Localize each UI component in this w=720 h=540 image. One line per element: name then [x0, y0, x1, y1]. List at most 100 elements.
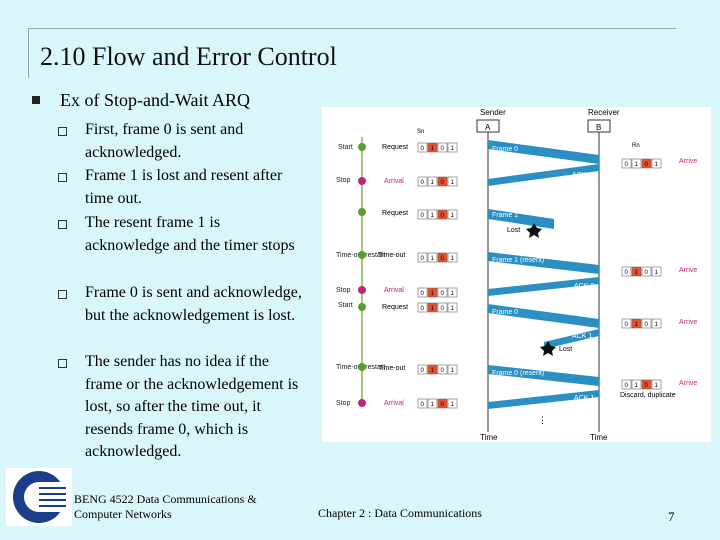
sub-bullet-icon [58, 127, 67, 136]
window-cell [427, 287, 438, 298]
ack-band [544, 329, 599, 349]
window-cell [427, 252, 438, 263]
window-digit: 0 [441, 146, 445, 152]
timer-node [358, 399, 366, 407]
window-cell [651, 158, 662, 169]
window-digit: 1 [451, 368, 455, 374]
lost-star-icon [526, 223, 542, 238]
timer-node [358, 363, 366, 371]
mid-arrival-3: Arrival [384, 400, 404, 407]
window-digit: 1 [431, 213, 435, 219]
event-start-2: Start [338, 302, 353, 309]
frame-label-0: Frame 0 [492, 146, 518, 153]
window-digit: 1 [655, 383, 659, 389]
window-digit: 1 [431, 146, 435, 152]
window-digit: 0 [625, 270, 629, 276]
window-digit: 1 [655, 162, 659, 168]
window-cell [447, 398, 458, 409]
window-cell [621, 158, 632, 169]
window-digit: 0 [441, 180, 445, 186]
sub-bullet-icon [58, 359, 67, 368]
frame-band [488, 140, 599, 164]
arrive-label-3: Arrive [679, 319, 697, 326]
window-cell [427, 364, 438, 375]
window-cell [641, 318, 652, 329]
receiver-time-label: Time [590, 433, 608, 442]
window-cell [621, 379, 632, 390]
window-cell [427, 209, 438, 220]
window-digit: 1 [431, 402, 435, 408]
window-digit: 1 [635, 270, 639, 276]
ack-band [488, 164, 599, 186]
window-digit: 0 [421, 213, 425, 219]
window-digit: 0 [421, 402, 425, 408]
ack-label-6: ACK 1 [572, 333, 592, 340]
window-cell [417, 364, 428, 375]
footer-course: BENG 4522 Data Communications & Computer… [74, 492, 257, 522]
frame-band [488, 365, 599, 386]
window-cell [631, 266, 642, 277]
window-digit: 0 [421, 368, 425, 374]
window-cell [447, 142, 458, 153]
window-digit: 0 [441, 291, 445, 297]
window-cell [427, 302, 438, 313]
window-cell [437, 176, 448, 187]
window-cell [651, 266, 662, 277]
mid-timeout-2: Time-out [378, 365, 405, 372]
frame-label-7: Frame 0 (resent) [492, 370, 544, 377]
mid-arrival-1: Arrival [384, 178, 404, 185]
bullet-5: The sender has no idea if the frame or t… [85, 353, 299, 460]
window-digit: 1 [635, 162, 639, 168]
window-cell [631, 318, 642, 329]
window-cell [417, 302, 428, 313]
continuation-dots: ⋮ [538, 415, 547, 425]
stop-and-wait-diagram: Sender Receiver A B Time Time Start Stop… [322, 107, 711, 442]
window-cell [437, 398, 448, 409]
receiver-box-label: B [596, 123, 601, 132]
university-logo [6, 468, 72, 526]
window-digit: 1 [431, 368, 435, 374]
ack-band [488, 390, 599, 409]
window-digit: 1 [635, 383, 639, 389]
window-cell [447, 364, 458, 375]
window-cell [631, 158, 642, 169]
window-cell [437, 364, 448, 375]
arrive-label-2: Arrive [679, 267, 697, 274]
mid-timeout-1: Time-out [378, 252, 405, 259]
window-cell [437, 209, 448, 220]
mid-request-3: Request [382, 304, 408, 311]
window-digit: 0 [421, 180, 425, 186]
lost-label-2: Lost [559, 346, 572, 353]
window-digit: 1 [451, 146, 455, 152]
ack-label-8: ACK 1 [574, 395, 594, 402]
rn-label: Rn [632, 143, 640, 149]
window-digit: 0 [645, 270, 649, 276]
sub-bullet-icon [58, 290, 67, 299]
window-digit: 0 [645, 322, 649, 328]
mid-request-1: Request [382, 144, 408, 151]
sender-time-label: Time [480, 433, 498, 442]
frame-band [488, 252, 599, 274]
window-cell [417, 176, 428, 187]
window-cell [437, 302, 448, 313]
window-cell [631, 379, 642, 390]
frame-band [488, 304, 599, 328]
window-digit: 0 [645, 383, 649, 389]
lost-label-1: Lost [507, 227, 520, 234]
window-digit: 1 [431, 306, 435, 312]
ack-label-1: ACK 1 [572, 172, 592, 179]
window-digit: 0 [421, 306, 425, 312]
window-digit: 1 [431, 180, 435, 186]
window-cell [641, 266, 652, 277]
window-digit: 0 [441, 213, 445, 219]
sub-bullet-icon [58, 173, 67, 182]
event-start-1: Start [338, 144, 353, 151]
window-digit: 0 [441, 256, 445, 262]
window-cell [437, 252, 448, 263]
receiver-label: Receiver [588, 108, 620, 117]
event-stop-2: Stop [336, 287, 351, 294]
event-stop-1: Stop [336, 177, 351, 184]
window-digit: 0 [645, 162, 649, 168]
window-cell [447, 209, 458, 220]
window-digit: 1 [635, 322, 639, 328]
